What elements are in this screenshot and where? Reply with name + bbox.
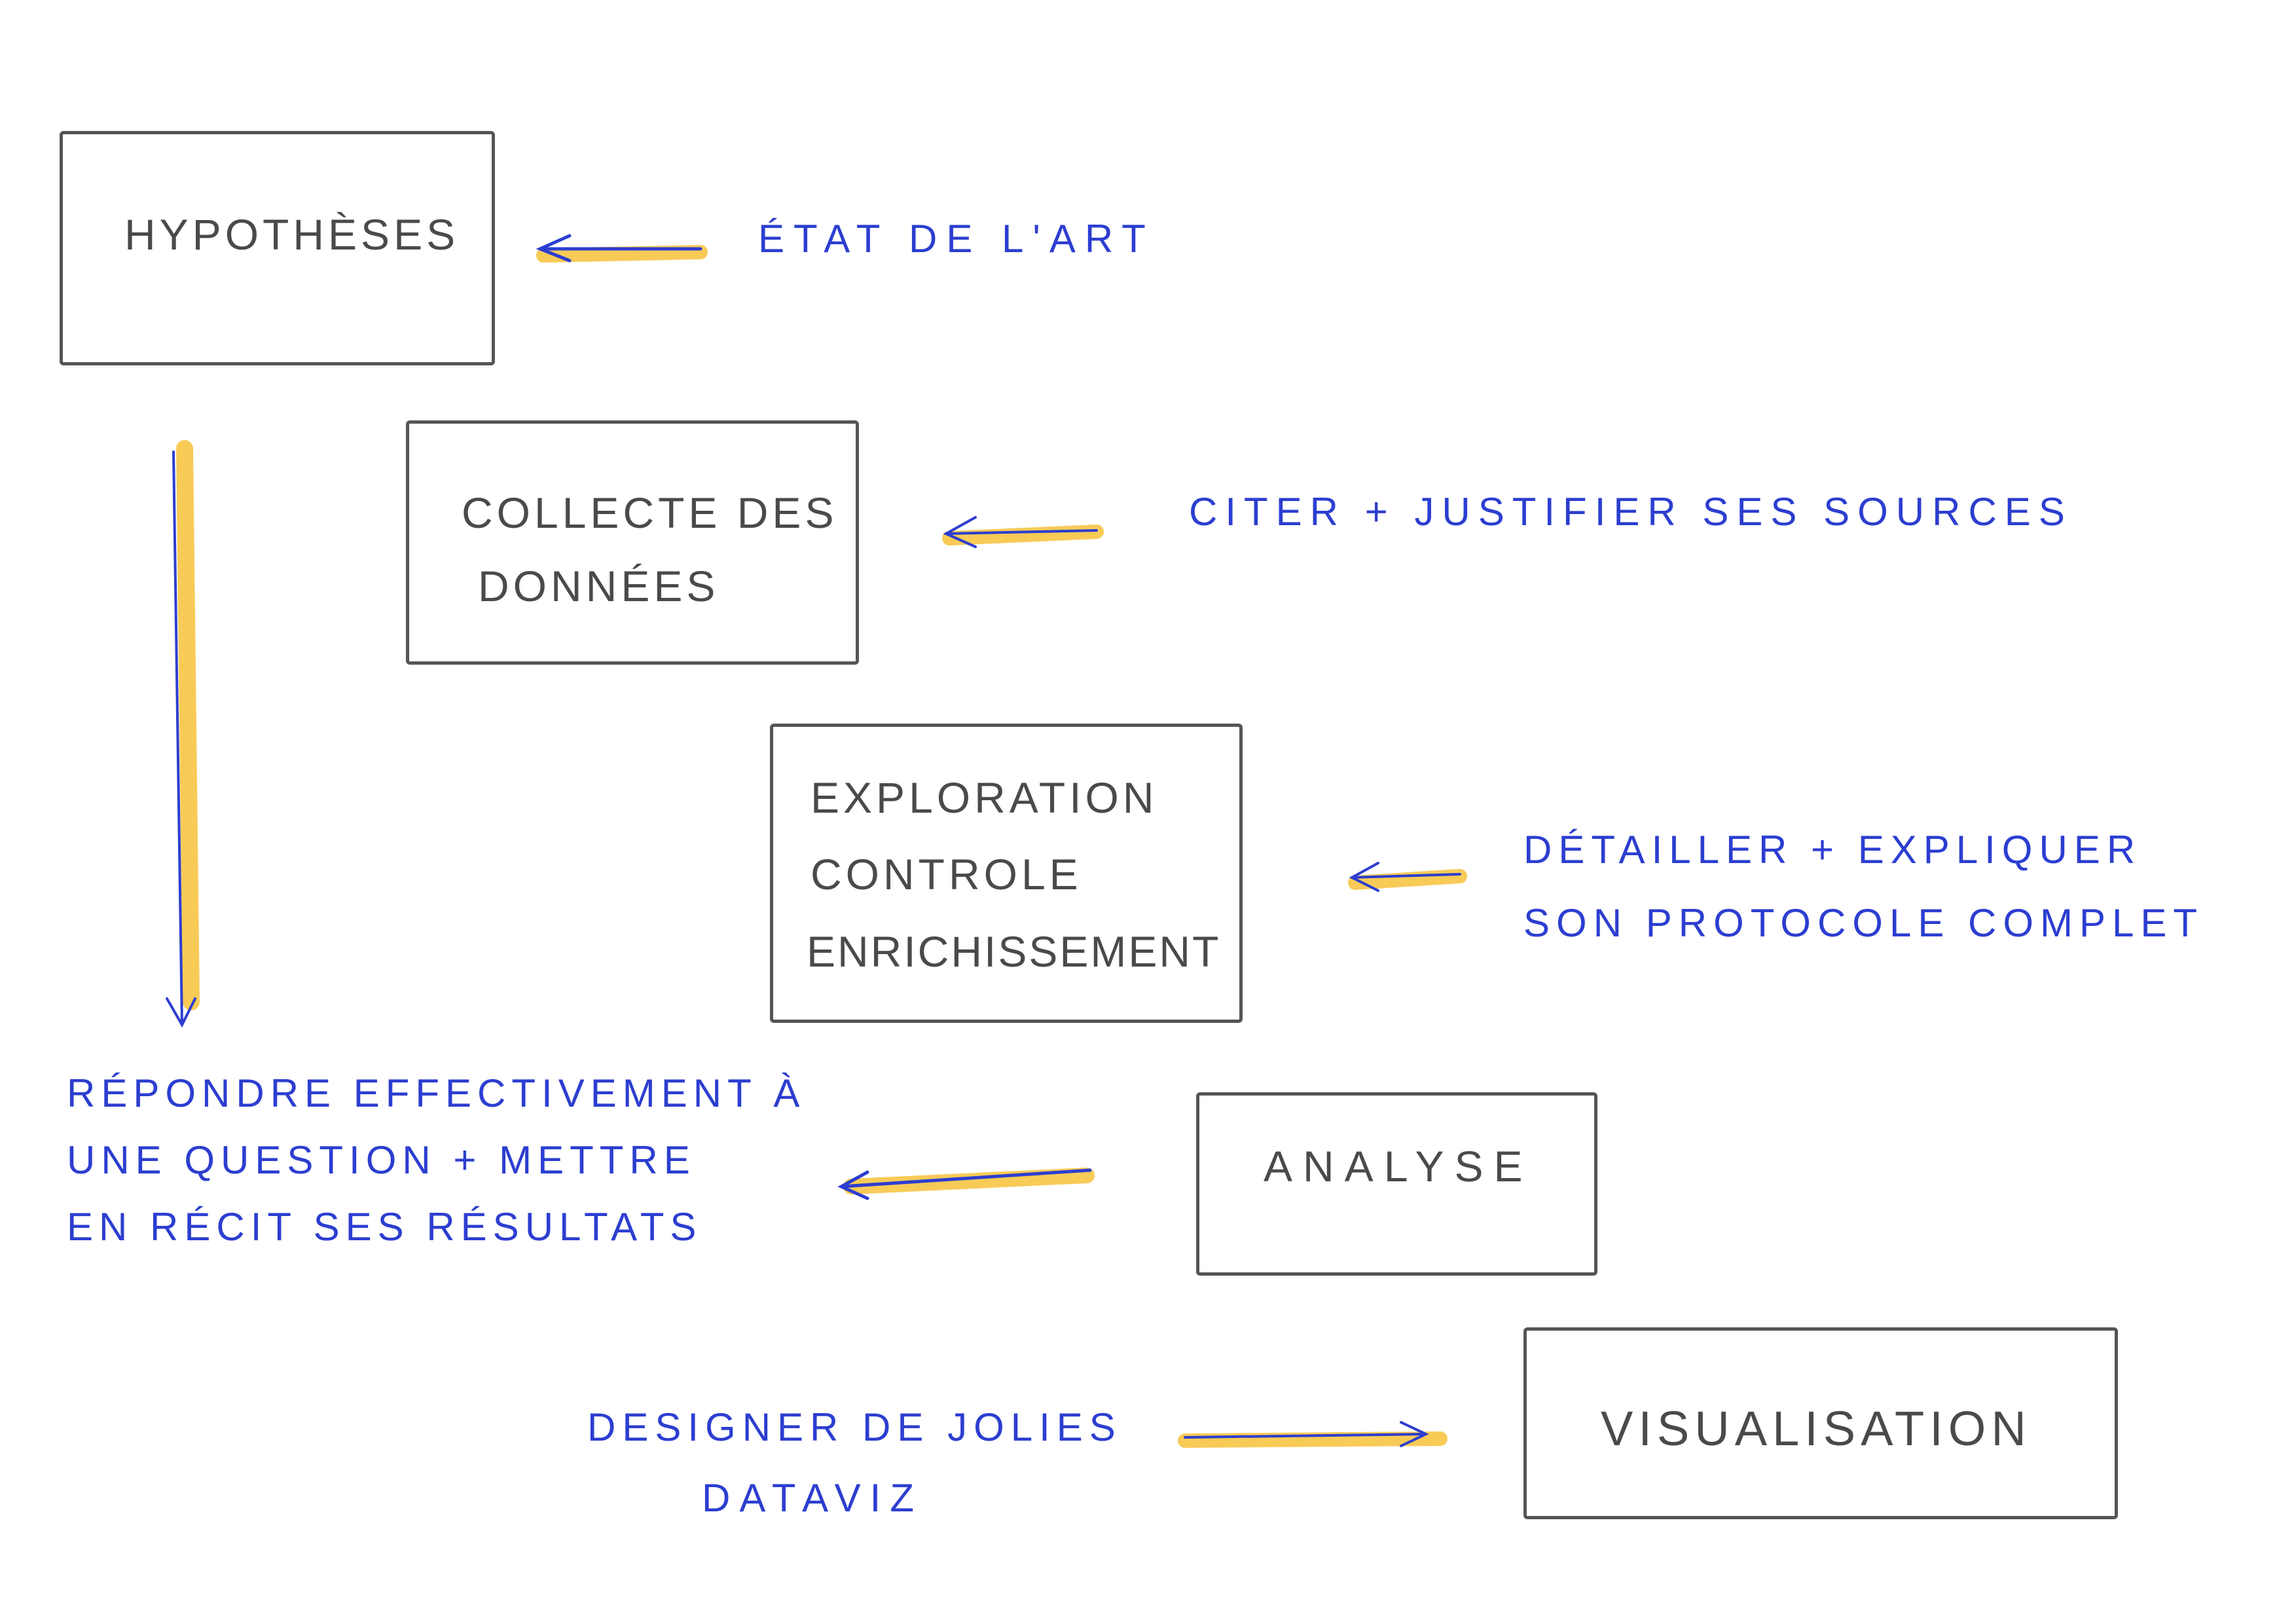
step-label-enrichissement: Enrichissement [807, 927, 1221, 976]
step-label-hypotheses: Hypothèses [124, 210, 460, 259]
step-box-visualisation [1523, 1327, 2118, 1519]
note-line: son protocole complet [1523, 901, 2204, 945]
step-box-collecte [406, 420, 859, 665]
note-detailler-protocole: Détailler + expliquer son protocole comp… [1523, 830, 2204, 943]
note-repondre-question: Répondre effectivement à une question + … [67, 1074, 805, 1247]
note-line: Citer + justifier ses sources [1189, 490, 2073, 534]
step-box-hypotheses [60, 131, 495, 365]
step-label-collecte-line1: Collecte des [462, 489, 838, 537]
step-box-analyse [1196, 1092, 1597, 1276]
note-line: Répondre effectivement à [67, 1071, 806, 1115]
step-label-visualisation: Visualisation [1601, 1401, 2032, 1456]
arrow-sources-to-collecte [942, 516, 1104, 548]
note-line: État de l'art [758, 217, 1155, 261]
note-etat-de-l-art: État de l'art [758, 219, 1155, 259]
step-label-analyse: Analyse [1264, 1142, 1533, 1190]
arrow-dataviz-to-visualisation [1178, 1421, 1448, 1448]
step-label-collecte-line2: données [478, 562, 720, 610]
note-line: Designer de jolies [587, 1405, 1122, 1449]
note-line: en récit ses résultats [67, 1205, 702, 1249]
arrow-protocole-to-exploration [1348, 862, 1467, 892]
note-designer-dataviz: Designer de jolies dataviz [587, 1408, 1122, 1518]
arrow-etat-de-l-art-to-hypotheses [536, 234, 708, 263]
step-label-controle: Controle [811, 850, 1082, 898]
note-citer-sources: Citer + justifier ses sources [1189, 492, 2073, 532]
note-line: une question + mettre [67, 1138, 696, 1182]
arrow-vertical-hypotheses-to-repondre [166, 440, 200, 1028]
arrow-analyse-to-repondre [837, 1168, 1095, 1200]
note-line: dataviz [702, 1476, 923, 1520]
step-label-exploration: Exploration [811, 773, 1158, 822]
note-line: Détailler + expliquer [1523, 828, 2142, 872]
step-box-exploration [770, 724, 1243, 1023]
